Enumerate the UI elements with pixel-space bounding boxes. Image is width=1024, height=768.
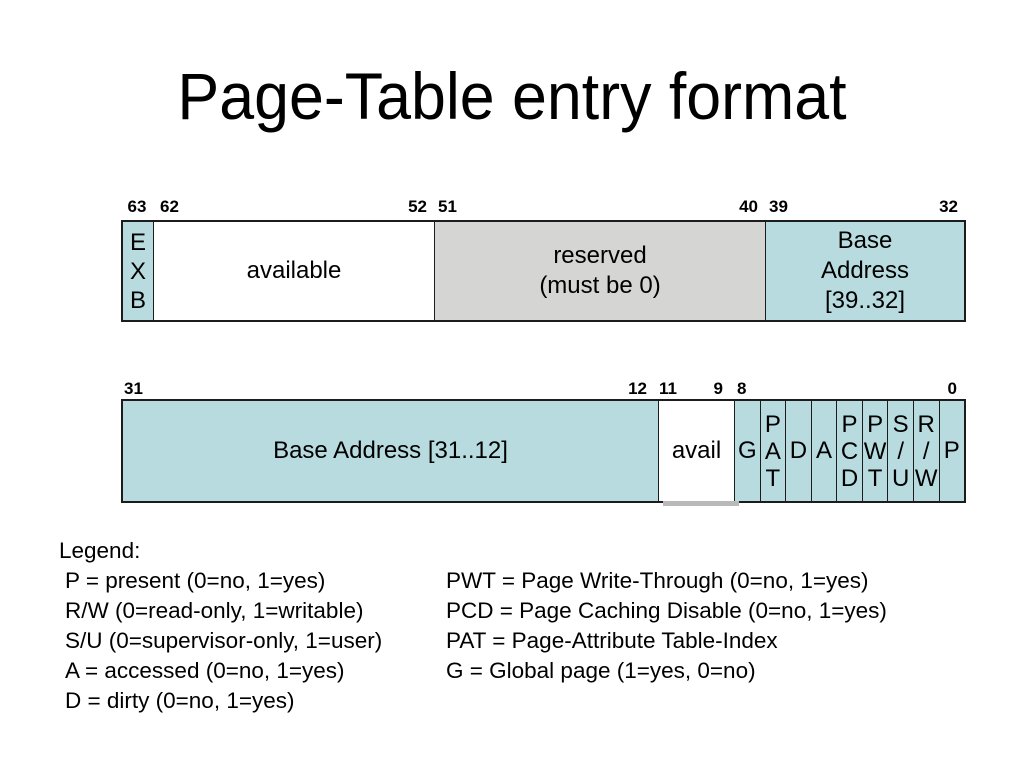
field-rw: R / W (913, 401, 940, 501)
legend-item-pat: PAT = Page-Attribute Table-Index (446, 628, 778, 653)
field-reserved: reserved (must be 0) (435, 222, 766, 320)
field-available: available (154, 222, 435, 320)
field-rw-line: R (917, 410, 935, 438)
field-pat-line: A (764, 437, 781, 465)
bit-label-40: 40 (739, 197, 758, 216)
field-pwt: P W T (862, 401, 889, 501)
field-p-label: P (943, 437, 960, 464)
legend-item-g: G = Global page (1=yes, 0=no) (446, 658, 756, 683)
bit-label-11: 11 (659, 379, 677, 398)
pte-upper-row: E X B available reserved (must be 0) Bas… (121, 220, 966, 322)
field-exb-line: E (129, 228, 146, 256)
bit-label-12: 12 (628, 379, 647, 398)
field-d-label: D (789, 437, 808, 464)
legend-item-d: D = dirty (0=no, 1=yes) (65, 688, 295, 713)
field-rw-line: / (922, 437, 930, 465)
field-pwt-line: T (867, 464, 883, 492)
bit-label-0: 0 (947, 379, 957, 398)
field-su-line: / (897, 437, 904, 465)
field-exb-line: X (129, 257, 146, 285)
legend-right-column: PWT = Page Write-Through (0=no, 1=yes) P… (446, 566, 887, 686)
field-rw-line: W (914, 464, 938, 492)
field-pcd-line: D (840, 464, 859, 492)
bit-label-8: 8 (737, 379, 747, 398)
bit-label-63: 63 (127, 197, 147, 216)
bit-label-32: 32 (939, 197, 958, 216)
bit-label-31: 31 (124, 379, 143, 398)
legend-item-a: A = accessed (0=no, 1=yes) (65, 658, 345, 683)
field-pcd: P C D (837, 401, 863, 501)
field-g: G (735, 401, 761, 501)
field-pat: P A T (760, 401, 787, 501)
legend-heading: Legend: (59, 538, 141, 563)
legend-item-rw: R/W (0=read-only, 1=writable) (65, 598, 364, 623)
field-base-address-lo: Base Address [31..12] (123, 401, 659, 501)
field-su-line: U (891, 464, 910, 492)
field-exb: E X B (123, 222, 154, 320)
field-available-label: available (246, 257, 342, 284)
legend-item-pcd: PCD = Page Caching Disable (0=no, 1=yes) (446, 598, 887, 623)
field-a: A (811, 401, 838, 501)
bit-label-9: 9 (713, 379, 723, 398)
field-avail: avail (659, 401, 735, 501)
field-exb-line: B (129, 286, 146, 314)
field-pcd-line: C (840, 437, 859, 465)
bit-label-51: 51 (438, 197, 457, 216)
field-base-hi-line: Address (820, 257, 910, 284)
slide-title: Page-Table entry format (177, 59, 847, 133)
pte-lower-row: Base Address [31..12] avail G P A T D A … (121, 399, 966, 503)
field-base-address-hi: Base Address [39..32] (766, 222, 964, 320)
field-g-label: G (737, 437, 757, 464)
bit-label-62: 62 (160, 197, 179, 216)
field-pwt-line: P (867, 410, 884, 438)
legend-item-su: S/U (0=supervisor-only, 1=user) (65, 628, 383, 653)
field-pcd-line: P (841, 410, 858, 438)
field-su-line: S (892, 410, 909, 438)
legend-left-column: Legend: P = present (0=no, 1=yes) R/W (0… (59, 536, 382, 716)
field-base-hi-line: Base (837, 227, 893, 254)
field-su: S / U (888, 401, 914, 501)
bit-label-52: 52 (408, 197, 427, 216)
field-pat-line: P (764, 410, 781, 438)
field-reserved-line: reserved (553, 242, 647, 269)
legend-item-p: P = present (0=no, 1=yes) (65, 568, 326, 593)
field-d: D (786, 401, 812, 501)
legend-item-pwt: PWT = Page Write-Through (0=no, 1=yes) (446, 568, 869, 593)
field-reserved-line: (must be 0) (539, 272, 661, 299)
field-base-lo-label: Base Address [31..12] (273, 437, 508, 464)
field-avail-label: avail (671, 437, 722, 464)
field-a-label: A (815, 437, 832, 464)
field-pwt-line: W (863, 437, 887, 465)
field-p: P (939, 401, 965, 501)
bit-label-39: 39 (769, 197, 788, 216)
field-pat-line: T (765, 464, 781, 492)
field-base-hi-line: [39..32] (824, 287, 906, 314)
